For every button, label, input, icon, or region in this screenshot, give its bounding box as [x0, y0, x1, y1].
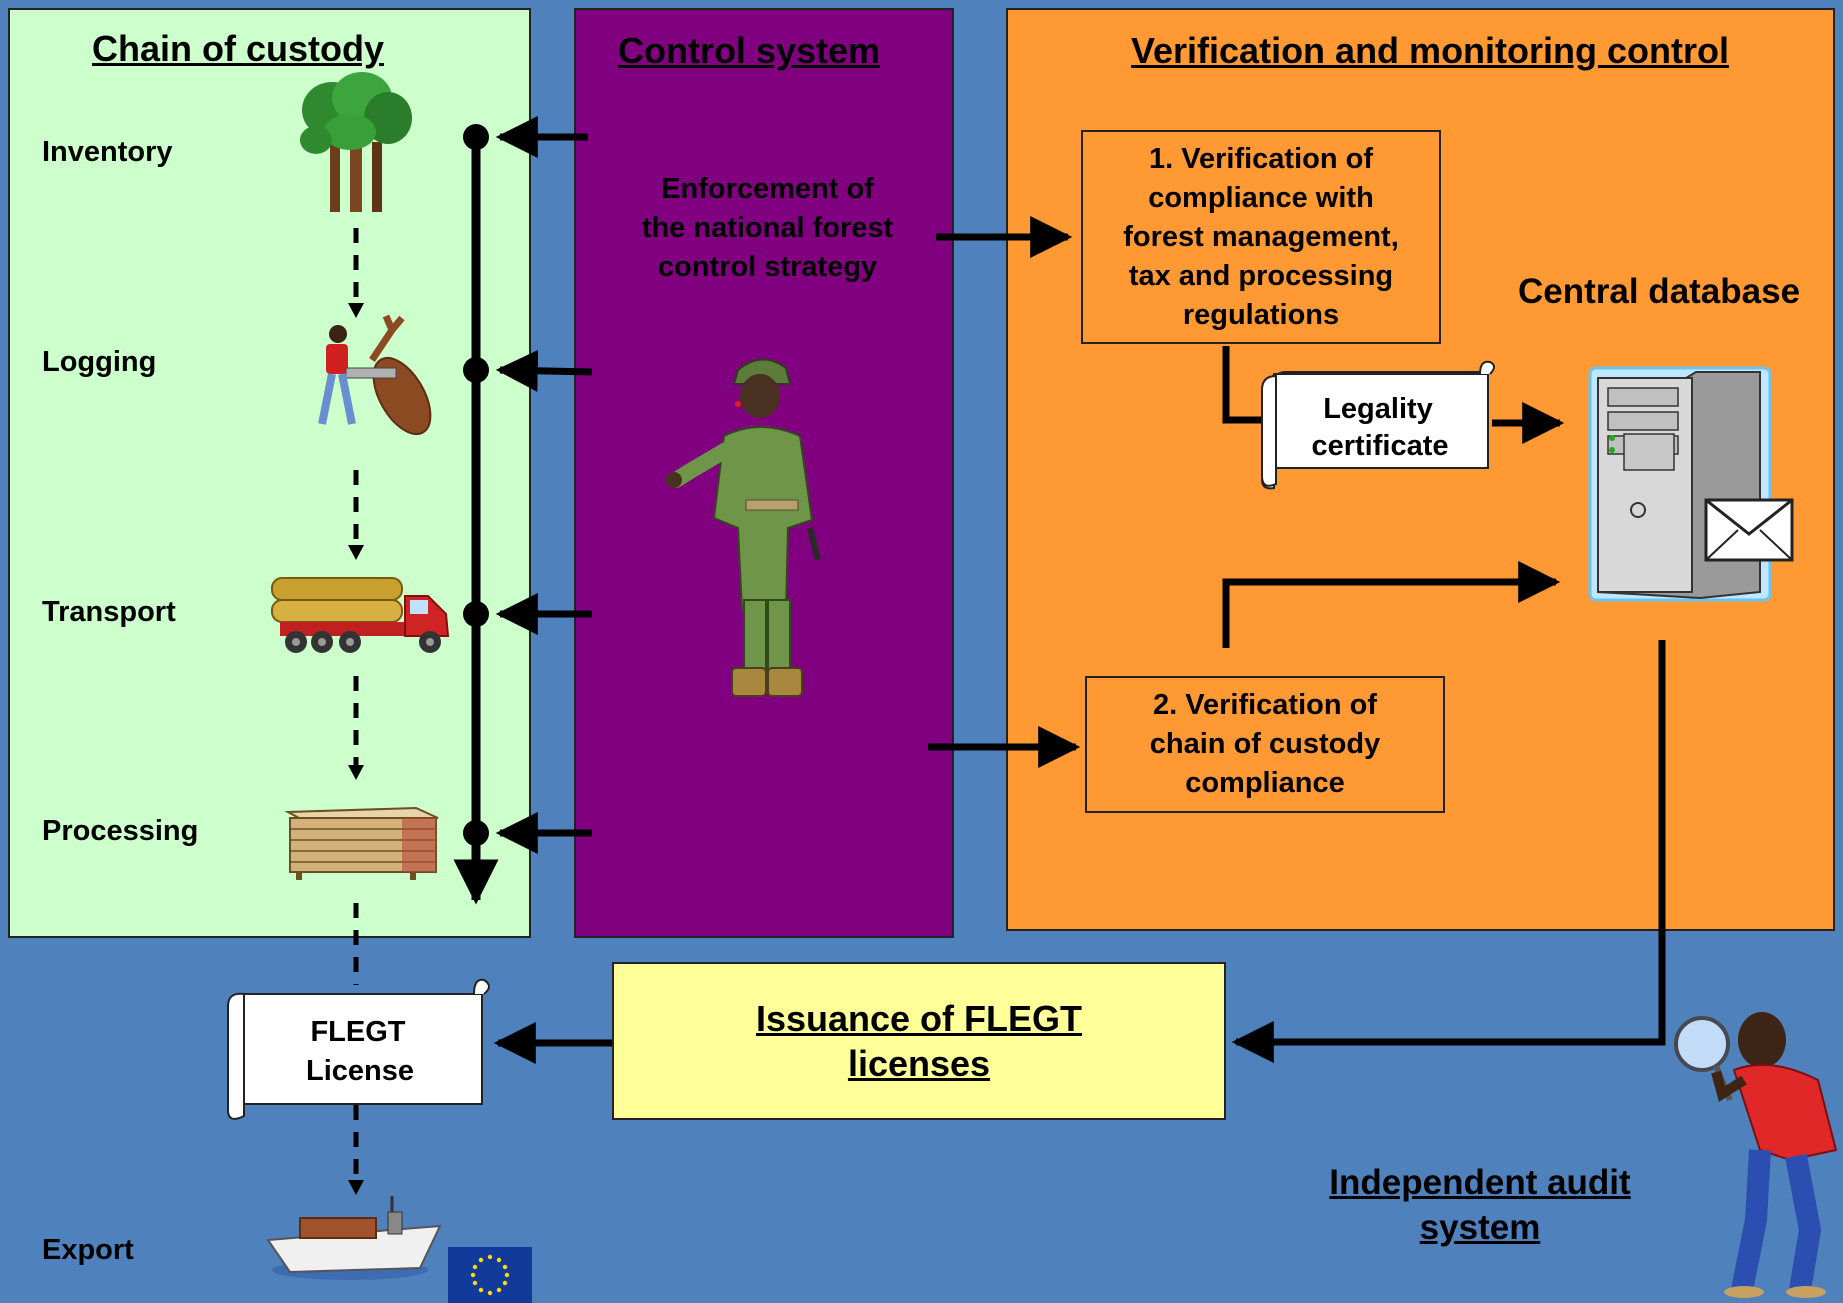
lumber-stack-icon [284, 806, 439, 880]
node-transport [463, 601, 489, 627]
eu-flag-icon [448, 1247, 532, 1303]
issuance-box: Issuance of FLEGT licenses [612, 962, 1226, 1120]
truck-icon [271, 577, 450, 653]
trees-icon [300, 72, 412, 212]
arrow-control-logging [495, 349, 593, 392]
forest-officer-icon [666, 358, 821, 697]
central-database-label: Central database [1518, 272, 1801, 311]
connector-step2-server [1222, 561, 1561, 648]
stage-export: Export [42, 1234, 134, 1266]
chain-of-custody-title: Chain of custody [91, 28, 384, 69]
enforcement-text: Enforcement of the national forest contr… [641, 173, 894, 283]
svg-text:certificate: certificate [1311, 430, 1448, 462]
stage-inventory: Inventory [42, 136, 173, 168]
stage-transport: Transport [42, 596, 176, 628]
server-icon [1588, 366, 1794, 602]
flegt-license-scroll: FLEGT License [227, 978, 490, 1120]
independent-audit-label: Independent audit system [1329, 1163, 1631, 1247]
chain-of-custody-panel [8, 8, 531, 938]
legality-certificate-scroll: Legality certificate [1260, 360, 1495, 490]
auditor-magnifier-icon [1674, 1012, 1838, 1298]
svg-text:Legality: Legality [1323, 393, 1433, 425]
ship-icon [266, 1196, 442, 1280]
logger-icon [318, 314, 432, 435]
connector-step1-certificate [1222, 346, 1262, 424]
svg-text:FLEGT: FLEGT [310, 1016, 405, 1048]
svg-text:License: License [306, 1055, 414, 1087]
control-system-title: Control system [617, 30, 881, 71]
stage-logging: Logging [42, 346, 157, 378]
node-inventory [463, 124, 489, 150]
connector-server-issuance [1231, 640, 1666, 1063]
node-logging [463, 357, 489, 383]
verification-step2-box: 2. Verification of chain of custody comp… [1085, 676, 1445, 813]
verification-step1-box: 1. Verification of compliance with fores… [1081, 130, 1441, 344]
stage-processing: Processing [42, 815, 199, 847]
node-processing [463, 820, 489, 846]
verification-title: Verification and monitoring control [1130, 30, 1730, 71]
